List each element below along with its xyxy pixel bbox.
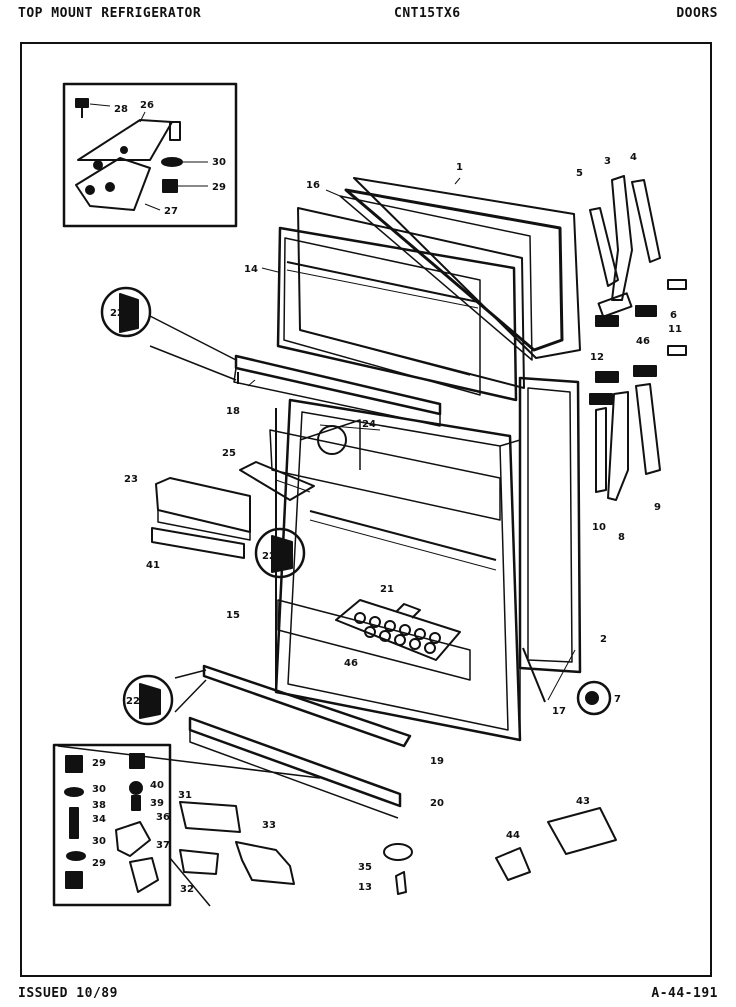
callout-label: 36: [156, 812, 170, 823]
callout-label: 26: [140, 100, 154, 111]
callout-label: 34: [92, 814, 106, 825]
callout-label: 17: [552, 706, 566, 717]
callout-label: 20: [430, 798, 444, 809]
callout-label: 3: [604, 156, 611, 167]
callout-label: 44: [506, 830, 520, 841]
callout-label: 22: [110, 308, 124, 319]
callout-label: 15: [226, 610, 240, 621]
callout-label: 32: [180, 884, 194, 895]
callout-label: 30: [212, 157, 226, 168]
callout-label: 41: [146, 560, 160, 571]
callout-label: 23: [124, 474, 138, 485]
freezer-trim-strip: [149, 315, 442, 427]
callout-label: 24: [362, 419, 376, 430]
callout-label: 28: [114, 104, 128, 115]
issued-date: ISSUED 10/89: [18, 986, 118, 1001]
callout-label: 18: [226, 406, 240, 417]
callout-label: 19: [430, 756, 444, 767]
section-name: DOORS: [676, 6, 718, 21]
fresh-food-trim-strips: [174, 664, 412, 819]
callout-label: 46: [636, 336, 650, 347]
model-number: CNT15TX6: [394, 6, 461, 21]
callout-label: 38: [92, 800, 106, 811]
callout-label: 43: [576, 796, 590, 807]
callout-label: 1: [456, 162, 463, 173]
callout-label: 11: [668, 324, 682, 335]
callout-label: 33: [262, 820, 276, 831]
callout-label: 29: [212, 182, 226, 193]
butter-compartment: [151, 461, 315, 559]
callout-label: 30: [92, 784, 106, 795]
callout-label: 16: [306, 180, 320, 191]
callout-label: 21: [380, 584, 394, 595]
handle-cap-details: [100, 286, 612, 726]
callout-label: 35: [358, 862, 372, 873]
callout-label: 14: [244, 264, 258, 275]
callout-label: 6: [670, 310, 677, 321]
callout-label: 25: [222, 448, 236, 459]
top-hinge-inset: [62, 82, 238, 228]
callout-label: 30: [92, 836, 106, 847]
callout-label: 12: [590, 352, 604, 363]
callout-label: 39: [150, 798, 164, 809]
callout-label: 7: [614, 694, 621, 705]
callout-label: 22: [262, 551, 276, 562]
diagram-frame: [20, 42, 712, 977]
callout-label: 22: [126, 696, 140, 707]
hinge-trims: [589, 175, 687, 501]
diagram-title: TOP MOUNT REFRIGERATOR: [18, 6, 202, 21]
callout-label: 5: [576, 168, 583, 179]
document-code: A-44-191: [651, 986, 718, 1001]
callout-label: 2: [600, 634, 607, 645]
callout-label: 37: [156, 840, 170, 851]
fresh-food-door: [269, 376, 582, 742]
callout-labels: 28 26 30 29 27 1 16 14 5 3 4 6 11 46 12 …: [92, 100, 682, 895]
callout-label: 31: [178, 790, 192, 801]
bottom-hinge-inset: [52, 743, 617, 907]
callout-label: 40: [150, 780, 164, 791]
callout-label: 29: [92, 758, 106, 769]
callout-label: 27: [164, 206, 178, 217]
callout-label: 4: [630, 152, 637, 163]
egg-tray: [335, 599, 461, 661]
callout-label: 46: [344, 658, 358, 669]
callout-label: 29: [92, 858, 106, 869]
callout-label: 8: [618, 532, 625, 543]
callout-label: 9: [654, 502, 661, 513]
freezer-door: [261, 177, 581, 402]
callout-label: 13: [358, 882, 372, 893]
callout-label: 10: [592, 522, 606, 533]
